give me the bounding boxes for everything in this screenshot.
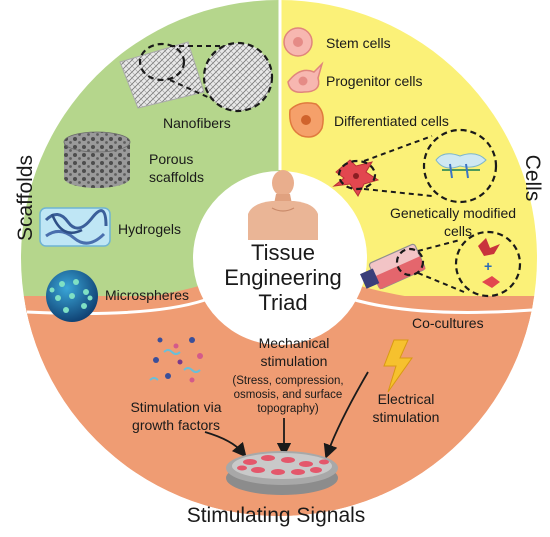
differentiated-cells-label: Differentiated cells xyxy=(334,113,449,129)
divider-right xyxy=(354,298,533,314)
genetic-label-2: cells xyxy=(444,223,472,239)
center-circle xyxy=(193,171,367,345)
mechanical-detail-3: topography) xyxy=(257,403,319,415)
growth-label-2: growth factors xyxy=(132,417,220,433)
porous-scaffold-illustration xyxy=(63,131,131,188)
lightning-bolt-icon xyxy=(383,339,413,393)
mechanical-label-2: stimulation xyxy=(261,353,328,369)
growth-factor-particles-icon xyxy=(149,337,203,383)
nanofibers-label: Nanofibers xyxy=(163,115,231,131)
porous-label-2: scaffolds xyxy=(149,169,204,185)
mechanical-detail-1: (Stress, compression, xyxy=(232,375,343,387)
electrical-label-2: stimulation xyxy=(373,409,440,425)
svg-text:+: + xyxy=(484,258,492,274)
genetically-modified-illustration xyxy=(332,128,498,204)
stem-cells-label: Stem cells xyxy=(326,35,391,51)
progenitor-cells-label: Progenitor cells xyxy=(326,73,423,89)
stem-cell-icon xyxy=(283,27,313,57)
mechanical-label-1: Mechanical xyxy=(259,335,330,351)
center-line-2: Engineering xyxy=(224,265,341,290)
electrical-arrow xyxy=(323,371,369,459)
electrical-label-1: Electrical xyxy=(378,391,435,407)
growth-label-1: Stimulation via xyxy=(130,399,221,415)
co-culture-illustration: + xyxy=(360,230,522,298)
hydrogel-illustration xyxy=(39,207,111,247)
cells-title: Cells xyxy=(521,155,544,202)
growth-arrow xyxy=(204,431,247,458)
microsphere-illustration xyxy=(46,270,98,322)
progenitor-cell-icon xyxy=(287,61,324,94)
differentiated-cell-icon xyxy=(289,102,324,138)
center-line-3: Triad xyxy=(258,290,307,315)
center-line-1: Tissue xyxy=(251,240,315,265)
genetic-label-1: Genetically modified xyxy=(390,205,516,221)
microspheres-label: Microspheres xyxy=(105,287,189,303)
scaffolds-title: Scaffolds xyxy=(14,155,37,241)
hydrogels-label: Hydrogels xyxy=(118,221,181,237)
porous-label-1: Porous xyxy=(149,151,193,167)
signals-title: Stimulating Signals xyxy=(187,504,366,527)
mechanical-detail-2: osmosis, and surface xyxy=(234,389,343,401)
nanofibers-illustration xyxy=(119,41,274,113)
co-cultures-label: Co-cultures xyxy=(412,315,484,331)
human-figure-icon xyxy=(248,170,318,240)
tissue-construct-illustration xyxy=(226,451,338,495)
